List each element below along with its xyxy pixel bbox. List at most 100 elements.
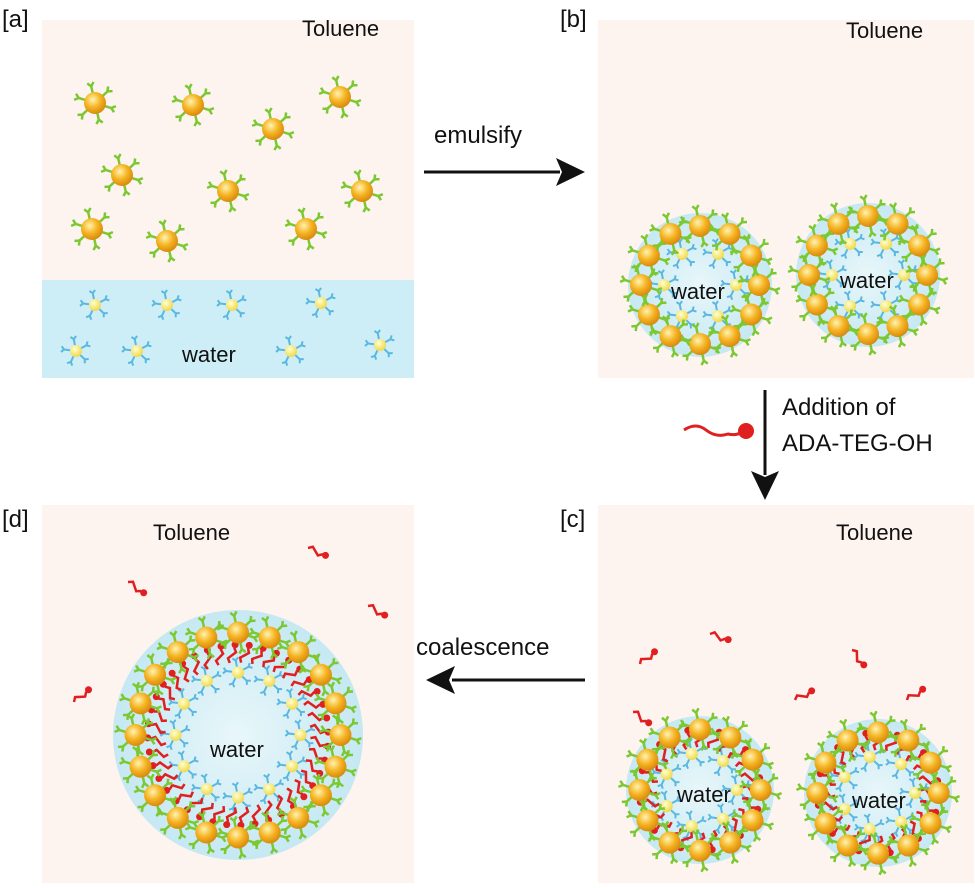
gold-nanoparticle xyxy=(284,207,328,251)
panel-c-label: [c] xyxy=(560,506,586,533)
ada-teg-oh-molecule xyxy=(793,687,816,701)
nanoparticle xyxy=(678,204,722,248)
hydrophilic-nanoparticle xyxy=(168,750,199,782)
emulsify-step-label: emulsify xyxy=(434,122,523,149)
nanoparticle xyxy=(314,681,357,725)
gold-nanoparticle xyxy=(73,81,117,125)
nanoparticle xyxy=(133,653,177,697)
hydrophilic-nanoparticle xyxy=(702,238,733,269)
hydrophilic-nanoparticle xyxy=(79,289,110,320)
panel-a-water-label: water xyxy=(182,342,236,367)
panel-c-droplet-right-label: water xyxy=(852,788,906,813)
coalescence-step-label: coalescence xyxy=(416,634,550,661)
hydrophilic-nanoparticle xyxy=(253,665,284,696)
hydrophilic-nanoparticle xyxy=(151,289,182,320)
nanoparticle xyxy=(876,202,919,246)
hydrophilic-nanoparticle xyxy=(168,688,199,719)
nanoparticle xyxy=(795,282,839,327)
gold-nanoparticle xyxy=(171,83,215,127)
panel-c-droplet-left xyxy=(626,716,774,864)
ada-teg-oh-molecule xyxy=(632,710,653,727)
hydrophilic-nanoparticle xyxy=(190,665,222,696)
nanoparticle xyxy=(119,681,162,725)
ada-teg-oh-molecule xyxy=(307,545,330,559)
nanoparticle xyxy=(626,738,669,782)
gold-nanoparticle xyxy=(340,169,384,213)
gold-nanoparticle xyxy=(318,75,362,119)
coalescence-arrow xyxy=(426,666,585,694)
nanoparticle xyxy=(856,832,900,876)
ada-teg-oh-molecule xyxy=(294,778,308,801)
hydrophilic-nanoparticle xyxy=(284,719,316,751)
panel-a-label: [a] xyxy=(2,6,29,33)
panel-d-label: [d] xyxy=(2,506,29,533)
panel-a-solvent: Toluene xyxy=(302,16,380,41)
nanoparticle xyxy=(648,715,692,760)
nanoparticle xyxy=(184,810,228,855)
nanoparticle xyxy=(114,713,157,757)
nanoparticle xyxy=(731,738,774,782)
hydrophilic-nanoparticle xyxy=(854,813,885,845)
nanoparticle xyxy=(133,773,177,817)
hydrophilic-nanoparticle xyxy=(159,719,191,751)
hydrophilic-nanoparticle xyxy=(222,656,253,688)
hydrophilic-nanoparticle xyxy=(828,761,860,792)
addition-step-label-line1: Addition of xyxy=(782,394,896,421)
nanoparticle xyxy=(119,745,162,789)
ada-teg-oh-molecule xyxy=(851,648,868,669)
panel-c-droplet-right xyxy=(804,719,952,867)
hydrophilic-nanoparticle xyxy=(275,335,306,366)
hydrophilic-nanoparticle xyxy=(216,289,247,320)
gold-nanoparticle xyxy=(145,219,189,263)
panel-b-solvent: Toluene xyxy=(846,18,924,43)
nanoparticle xyxy=(156,796,200,840)
panel-d-droplet-label: water xyxy=(210,737,264,762)
hydrophilic-nanoparticle xyxy=(364,329,395,360)
panel-b-droplet-right-label: water xyxy=(840,268,894,293)
ada-teg-oh-molecule xyxy=(367,603,389,619)
panel-b-label: [b] xyxy=(560,6,587,33)
ada-teg-oh-molecule xyxy=(297,687,321,698)
nanoparticle xyxy=(314,745,357,789)
ada-teg-oh-molecule xyxy=(307,711,331,722)
ada-teg-oh-molecule xyxy=(709,630,732,644)
nanoparticle xyxy=(248,615,292,660)
nanoparticle xyxy=(897,223,941,268)
ada-teg-oh-molecule xyxy=(638,648,659,665)
nanoparticle xyxy=(826,718,870,763)
panel-d-coalesced-droplet xyxy=(113,610,363,860)
nanoparticle xyxy=(276,796,320,840)
hydrophilic-nanoparticle xyxy=(253,773,284,805)
emulsify-arrow xyxy=(424,158,585,186)
ada-teg-oh-molecule xyxy=(223,807,238,829)
hydrophilic-nanoparticle xyxy=(222,781,253,813)
nanoparticle xyxy=(216,610,260,655)
ada-teg-oh-molecule xyxy=(905,685,927,701)
nanoparticle xyxy=(617,768,661,812)
panel-c-solvent: Toluene xyxy=(836,520,914,545)
hydrophilic-nanoparticle xyxy=(276,688,307,719)
gold-nanoparticle xyxy=(206,169,250,213)
nanoparticle xyxy=(184,615,228,660)
nanoparticle xyxy=(731,798,774,842)
nanoparticle xyxy=(627,292,671,337)
ada-teg-oh-molecule-icon xyxy=(683,423,754,439)
ada-teg-oh-molecule xyxy=(145,748,169,759)
gold-nanoparticle xyxy=(70,207,114,251)
panel-b-droplet-left-label: water xyxy=(671,279,725,304)
ada-teg-oh-molecule xyxy=(168,669,182,692)
gold-nanoparticle xyxy=(251,107,295,151)
panel-b-droplet-left xyxy=(628,213,772,357)
ada-teg-oh-molecule xyxy=(155,772,179,783)
nanoparticle xyxy=(909,741,952,785)
nanoparticle xyxy=(156,630,200,674)
addition-arrow xyxy=(751,390,779,500)
nanoparticle xyxy=(627,233,671,278)
hydrophilic-nanoparticle xyxy=(854,741,885,772)
hydrophilic-nanoparticle xyxy=(305,287,336,318)
hydrophilic-nanoparticle xyxy=(60,335,91,366)
gold-nanoparticle xyxy=(100,153,144,197)
panel-c-droplet-left-label: water xyxy=(677,782,731,807)
hydrophilic-nanoparticle xyxy=(121,335,152,366)
